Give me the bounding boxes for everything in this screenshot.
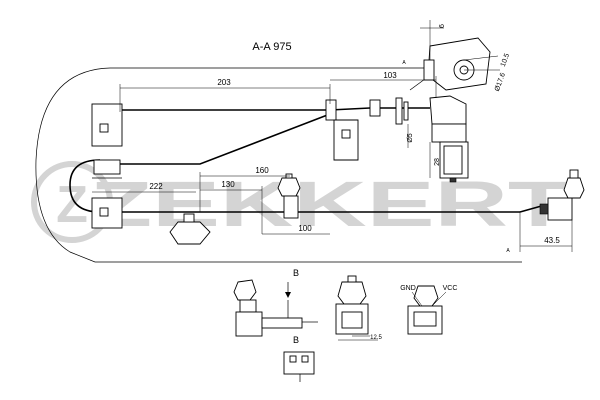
detail-view-b: B	[283, 335, 315, 382]
dim-17-6: Ø17.6	[494, 72, 507, 92]
cable-grommet	[325, 97, 409, 161]
dim-43-5: 43.5	[544, 236, 560, 245]
detail-view-side: B	[233, 268, 318, 337]
section-b-top: B	[293, 268, 299, 278]
section-a-top: A	[402, 60, 406, 66]
dim-130: 130	[221, 180, 235, 189]
dim-28: 28	[434, 158, 441, 166]
section-a-bottom: A	[506, 248, 510, 254]
detail-view-pins: GND VCC	[400, 285, 458, 335]
lower-cable-clip	[169, 173, 301, 245]
mounting-flange	[423, 37, 500, 91]
watermark-brand-text: ZEKKERT	[90, 168, 570, 240]
dim-222: 222	[149, 182, 163, 191]
dim-6: 6	[439, 24, 446, 28]
pin-label-vcc: VCC	[443, 285, 458, 292]
pin-label-gnd: GND	[400, 285, 416, 292]
zekkert-watermark: Z ZEKKERT	[31, 161, 570, 243]
section-markers-a: A A	[402, 60, 510, 254]
dim-203: 203	[217, 78, 231, 87]
section-b-bottom: B	[293, 335, 299, 345]
dim-160: 160	[255, 166, 269, 175]
watermark-logo-letter: Z	[56, 176, 88, 234]
dim-10-5: 10.5	[500, 52, 511, 67]
left-bracket-clips	[91, 103, 123, 229]
sensor-head	[429, 95, 469, 183]
dim-5: Ø5	[407, 133, 414, 142]
dim-12-5: 12.5	[370, 335, 382, 341]
dim-103: 103	[383, 71, 397, 80]
detail-view-front: 12.5	[335, 275, 382, 341]
dimension-lines	[92, 20, 573, 252]
lower-clip	[91, 197, 123, 229]
dimension-labels: 203 103 160 130 222 100 43.5 28 Ø5 6 10.…	[149, 24, 560, 245]
section-title: A-A 975	[252, 41, 291, 53]
dim-100: 100	[298, 224, 312, 233]
connector-end	[539, 169, 585, 221]
